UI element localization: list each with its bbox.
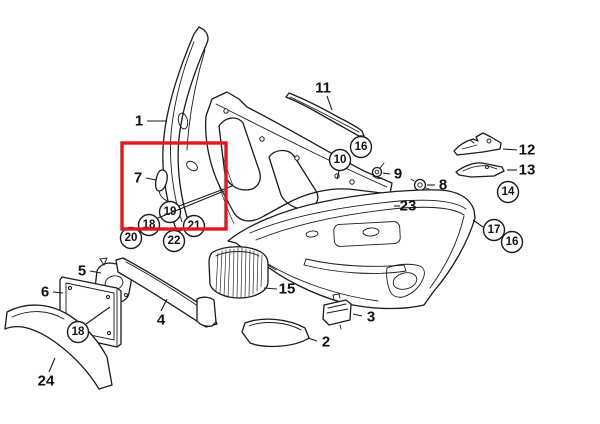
callout-4: 4 <box>157 312 166 329</box>
callout-14: 14 <box>502 186 515 198</box>
callout-leader-5 <box>89 270 102 274</box>
callout-circle-17 <box>482 218 506 242</box>
part-upper-strip <box>285 92 365 137</box>
part-side-section <box>162 26 209 233</box>
callout-leader-24 <box>48 357 56 373</box>
callout-leader-18-upper <box>157 190 225 219</box>
callout-2: 2 <box>322 334 330 351</box>
callout-7: 7 <box>134 170 142 187</box>
callout-leader-17 <box>472 219 484 228</box>
part-washer-bracket <box>453 132 502 156</box>
callout-leader-12 <box>502 148 518 151</box>
part-kidney-grille <box>196 246 269 327</box>
callout-leader-6 <box>52 291 64 294</box>
callout-circle-18-lower <box>66 320 90 344</box>
callout-circle-16-upper <box>349 135 373 159</box>
callout-leader-2 <box>307 337 318 342</box>
callout-10: 10 <box>334 154 347 166</box>
callout-19: 19 <box>164 206 177 218</box>
callout-15: 15 <box>279 281 296 298</box>
part-washer-cover <box>455 162 505 178</box>
callout-circle-21 <box>182 214 206 238</box>
callout-leader-4 <box>160 298 168 312</box>
callout-5: 5 <box>78 263 86 280</box>
part-clip-8 <box>410 178 430 192</box>
callout-leader-9 <box>382 172 391 175</box>
callout-17: 17 <box>488 224 501 236</box>
callout-leader-3 <box>352 313 363 317</box>
callout-16-upper: 16 <box>355 141 368 153</box>
callout-11: 11 <box>315 80 331 97</box>
callout-9: 9 <box>394 166 402 183</box>
callout-24: 24 <box>38 373 55 390</box>
callout-20: 20 <box>125 232 138 244</box>
callout-circle-10 <box>328 148 352 172</box>
callout-leader-10 <box>336 170 340 180</box>
callout-18-lower: 18 <box>72 326 85 338</box>
callout-16-lower: 16 <box>506 236 519 248</box>
callout-23: 23 <box>400 198 417 215</box>
callout-circle-19 <box>158 200 182 224</box>
callout-circle-14 <box>496 180 520 204</box>
part-small-cover <box>322 293 352 330</box>
highlight-box <box>120 141 228 231</box>
callout-leader-19 <box>178 185 233 207</box>
part-absorber <box>4 304 113 390</box>
callout-leader-15 <box>263 287 278 290</box>
callout-13: 13 <box>519 162 536 179</box>
callout-8: 8 <box>439 177 447 194</box>
callout-leader-18-lower <box>85 306 111 325</box>
callout-6: 6 <box>41 284 49 301</box>
callout-circle-16-lower <box>500 230 524 254</box>
part-cap <box>154 169 168 202</box>
callout-22: 22 <box>168 235 181 247</box>
callout-12: 12 <box>519 142 536 159</box>
part-side-grille <box>241 318 310 348</box>
callout-3: 3 <box>367 309 375 326</box>
callout-leader-11 <box>326 95 333 111</box>
callout-1: 1 <box>135 113 143 130</box>
callout-leader-7 <box>145 177 157 181</box>
part-clip-9 <box>371 162 385 179</box>
